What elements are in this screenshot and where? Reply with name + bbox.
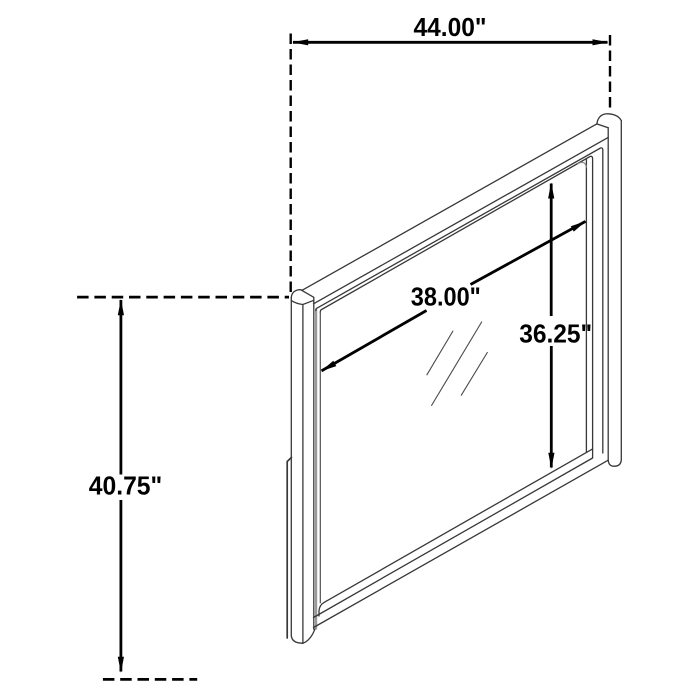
svg-text:44.00": 44.00" <box>414 12 487 42</box>
svg-text:36.25": 36.25" <box>519 319 592 349</box>
svg-text:38.00": 38.00" <box>411 282 481 312</box>
svg-text:40.75": 40.75" <box>89 471 163 501</box>
